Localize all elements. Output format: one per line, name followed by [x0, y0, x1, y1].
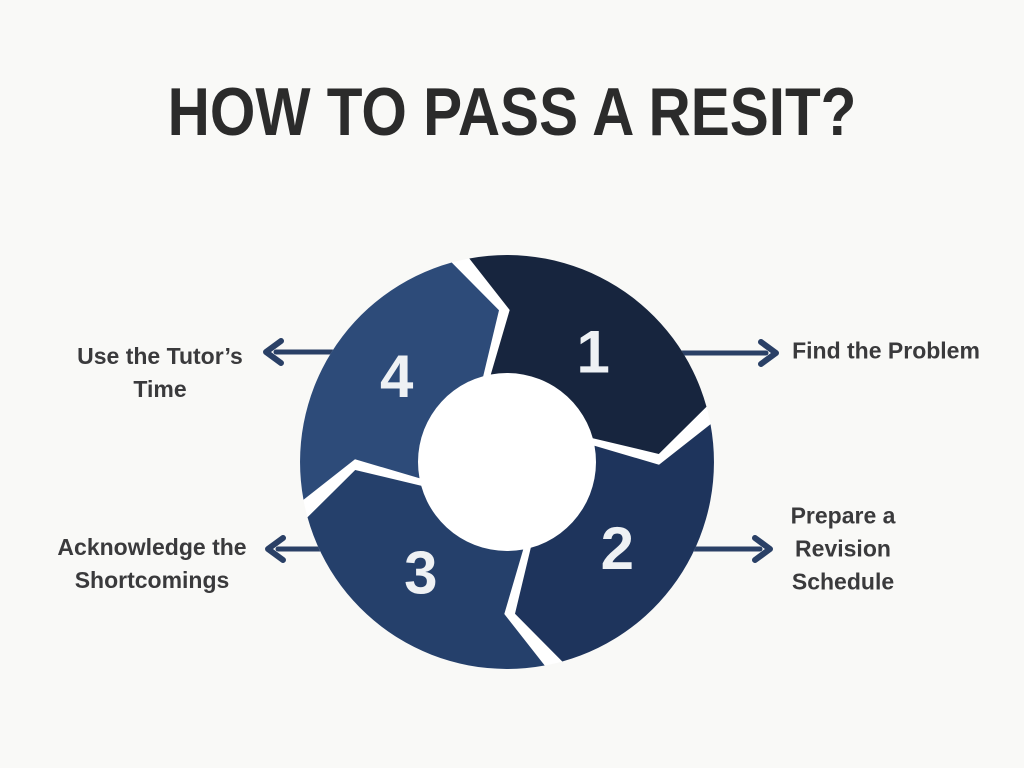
arrow-step-4 [263, 338, 335, 366]
arrow-head-icon [758, 339, 779, 367]
segment-number-3: 3 [404, 539, 437, 606]
arrow-head-icon [263, 338, 284, 366]
step-label-3: Acknowledge the Shortcomings [57, 531, 246, 597]
segment-2 [515, 424, 714, 662]
step-label-1: Find the Problem [792, 335, 980, 368]
segment-number-2: 2 [601, 515, 634, 582]
cycle-wheel: 1 2 3 4 [300, 255, 714, 669]
segment-1 [469, 255, 707, 454]
arrow-step-2 [691, 535, 773, 563]
step-label-line: Find the Problem [792, 337, 980, 364]
segment-number-4: 4 [380, 343, 414, 410]
arrow-step-1 [679, 339, 779, 367]
segment-number-1: 1 [577, 319, 610, 386]
step-label-line: Prepare a [790, 502, 896, 529]
arrow-head-icon [265, 535, 286, 563]
arrow-step-3 [265, 535, 327, 563]
step-label-line: Acknowledge the [57, 534, 247, 560]
step-label-line: Use the Tutor’s [77, 343, 243, 369]
page-title: HOW TO PASS A RESIT? [167, 74, 857, 150]
step-label-4: Use the Tutor’s Time [77, 340, 243, 406]
segment-3 [307, 470, 545, 669]
step-label-line: Schedule [791, 568, 895, 595]
step-label-line: Time [133, 376, 187, 402]
arrow-head-icon [752, 535, 773, 563]
segment-4 [300, 262, 499, 500]
step-label-2: Prepare a Revision Schedule [791, 500, 896, 599]
step-label-line: Shortcomings [74, 567, 230, 593]
step-label-line: Revision [795, 535, 891, 562]
